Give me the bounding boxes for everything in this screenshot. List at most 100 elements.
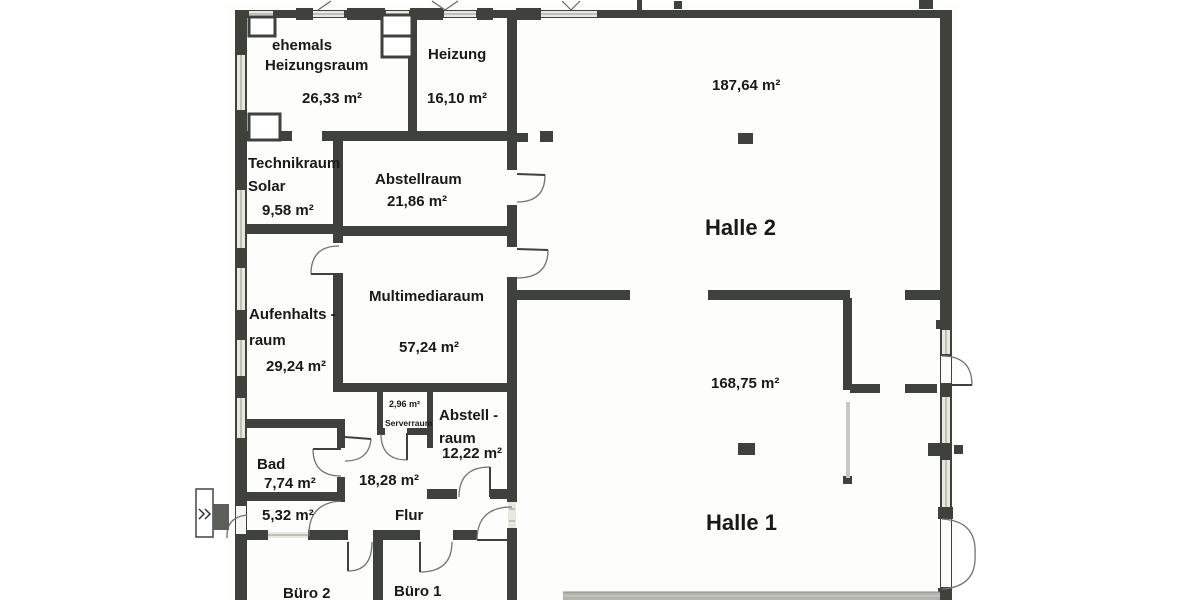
door-arc xyxy=(310,245,340,275)
pillar xyxy=(477,8,493,20)
door-arc xyxy=(458,466,491,498)
label-serverraum: Serverraum xyxy=(385,418,433,428)
wall-flur-bottom xyxy=(373,530,420,540)
area-abstellraum: 21,86 m² xyxy=(387,193,447,210)
area-aufenthalt: 29,24 m² xyxy=(266,358,326,375)
door-gap-right xyxy=(941,519,951,587)
door-arc xyxy=(516,174,546,203)
wall-halle-divider xyxy=(708,290,850,300)
wall-halle-divider xyxy=(507,290,630,300)
area-halle2: 187,64 m² xyxy=(712,77,780,94)
area-5-32: 5,32 m² xyxy=(262,507,314,524)
wall-server-right xyxy=(427,392,433,448)
label-technikraum-line2: Solar xyxy=(248,178,286,195)
wall-halle-left xyxy=(507,528,517,600)
area-heizung: 16,10 m² xyxy=(427,90,487,107)
label-halle1: Halle 1 xyxy=(706,510,777,535)
wall-halle-left xyxy=(507,205,517,247)
pillar xyxy=(516,8,541,20)
area-serverraum: 2,96 m² xyxy=(389,399,420,409)
door-arc xyxy=(312,448,342,477)
wall-tick xyxy=(637,0,642,11)
door-arc xyxy=(344,438,372,462)
room-labels: ehemals Heizungsraum 26,33 m² Heizung 16… xyxy=(248,37,780,600)
exterior-entrance-symbol xyxy=(195,488,229,538)
label-halle2: Halle 2 xyxy=(705,215,776,240)
entrance-box xyxy=(195,488,214,538)
door-gap-left xyxy=(236,506,246,534)
wall-vertical xyxy=(333,131,343,243)
wall-abstellraum-bottom xyxy=(343,226,517,236)
entrance-step xyxy=(213,504,229,530)
wall-block xyxy=(938,507,953,519)
wall-server-bottom xyxy=(377,428,385,435)
wall-bad-right xyxy=(337,477,345,502)
door-arc xyxy=(476,506,513,541)
area-ehemals: 26,33 m² xyxy=(302,90,362,107)
chimney-symbol xyxy=(380,13,414,38)
door-arc xyxy=(941,553,976,590)
door-arc xyxy=(419,541,453,573)
wall-halle-divider xyxy=(905,290,940,300)
pillar xyxy=(954,445,963,454)
area-abstell-klein: 12,22 m² xyxy=(442,445,502,462)
opening-flur-halle xyxy=(508,502,516,528)
wall-server-left xyxy=(377,392,383,433)
wall-abstell-bottom xyxy=(490,489,517,499)
chimney-symbol xyxy=(380,34,414,59)
door-arc xyxy=(347,541,373,572)
label-abstellraum: Abstellraum xyxy=(375,171,462,188)
door-arc xyxy=(941,518,976,555)
wall-halle-left xyxy=(507,18,517,170)
label-technikraum-line1: Technikraum xyxy=(248,155,340,172)
label-aufenthalt-line1: Aufenhalts - xyxy=(249,306,336,323)
entrance-swing-marks xyxy=(317,0,581,11)
plan-interior xyxy=(228,4,958,600)
area-multimediaraum: 57,24 m² xyxy=(399,339,459,356)
wall-cap xyxy=(843,476,852,484)
pillar-halle1 xyxy=(738,443,755,455)
wall-block xyxy=(928,443,952,456)
wall-bad-right xyxy=(337,419,345,448)
door-arc xyxy=(380,433,408,461)
pillar xyxy=(347,8,385,20)
label-flur: Flur xyxy=(395,507,423,524)
pillar-halle2 xyxy=(738,133,753,144)
wall-multimedia-bottom xyxy=(333,383,517,392)
wall-thin-partition xyxy=(846,402,850,478)
wall-vertical xyxy=(333,273,343,390)
wall-flur-bottom xyxy=(453,530,477,540)
label-abstell-klein-line2: raum xyxy=(439,430,476,447)
wall-server-bottom xyxy=(407,428,433,435)
label-bad: Bad xyxy=(257,456,285,473)
label-buero1: Büro 1 xyxy=(394,583,442,600)
door-arc xyxy=(226,514,248,539)
door-arc xyxy=(516,249,549,279)
wall-tick xyxy=(919,0,933,9)
door-arc xyxy=(308,500,342,537)
pillar xyxy=(540,131,553,142)
label-ehemals-line1: ehemals xyxy=(272,37,332,54)
label-ehemals-line2: Heizungsraum xyxy=(265,57,368,74)
arrow-icon xyxy=(204,508,212,520)
wall-halle-left xyxy=(507,277,517,502)
wall-tick xyxy=(674,1,682,9)
wall-stub xyxy=(507,133,528,142)
window-sill-box xyxy=(247,112,282,142)
label-multimediaraum: Multimediaraum xyxy=(369,288,484,305)
door-gap-right xyxy=(941,356,951,383)
area-halle1: 168,75 m² xyxy=(711,375,779,392)
door-arcs xyxy=(226,174,976,590)
wall-flur-bottom xyxy=(308,530,348,540)
pillar xyxy=(410,8,443,20)
area-flur: 18,28 m² xyxy=(359,472,419,489)
windows xyxy=(236,11,951,587)
label-buero2: Büro 2 xyxy=(283,585,331,600)
wall-horizontal xyxy=(322,131,517,141)
wall-flur-bottom xyxy=(235,530,268,540)
wall-technikraum-bottom xyxy=(235,224,343,234)
wall-bad-top xyxy=(247,419,345,428)
wall-halle-vertical xyxy=(843,298,852,390)
